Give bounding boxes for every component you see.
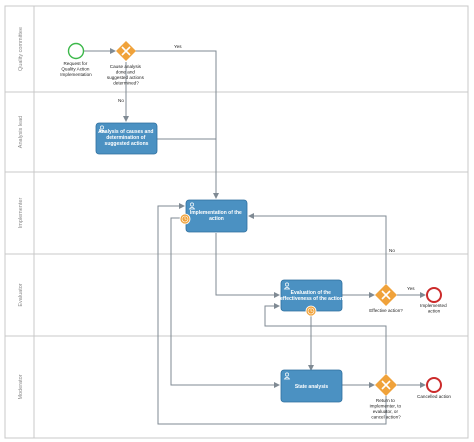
- end-cancelled-label: Cancelled action: [417, 394, 451, 399]
- flow-effective-no: [248, 213, 387, 284]
- gateway-return[interactable]: [375, 374, 397, 396]
- task-state-label: State analysis: [295, 384, 329, 390]
- user-task-icon: [188, 202, 196, 210]
- flow-implementation-to-evaluation: [215, 233, 280, 298]
- flow-return-to-implementer: [157, 203, 387, 425]
- timer-boundary-icon: [179, 213, 191, 225]
- gateway-effective-label: Effective action?: [369, 308, 403, 313]
- task-implementation[interactable]: Implementation of the action: [185, 199, 248, 233]
- task-state-analysis[interactable]: State analysis: [280, 369, 343, 403]
- lane-label-implementer: Implementer: [18, 198, 24, 229]
- flow-implementation-timer-to-state: [170, 217, 280, 388]
- start-event-label: Request for Quality Action Implementatio…: [60, 61, 92, 77]
- pool-border: [4, 5, 469, 439]
- gateway-cause-analysis[interactable]: [116, 41, 136, 61]
- lane-label-analysis-lead: Analysis lead: [18, 116, 24, 148]
- task-implementation-label: Implementation of the action: [190, 210, 243, 222]
- task-evaluation-label: Evaluation of the effectiveness of the a…: [280, 290, 343, 302]
- end-implemented-label: Implemented action: [420, 303, 448, 314]
- lane-label-moderator: Moderator: [18, 374, 24, 399]
- lane-label-evaluator: Evaluator: [18, 283, 24, 306]
- end-event-implemented[interactable]: [426, 287, 442, 303]
- gateway-x-icon: [381, 290, 391, 300]
- lane-label-quality-committee: Quality committee: [18, 27, 24, 71]
- gateway-effective-action[interactable]: [375, 284, 397, 306]
- user-task-icon: [98, 125, 106, 133]
- flow-label-no-top: No: [118, 98, 124, 103]
- timer-boundary-icon: [305, 305, 317, 317]
- flow-return-to-evaluator: [264, 303, 387, 374]
- gateway-x-icon: [381, 380, 391, 390]
- start-event[interactable]: [67, 42, 85, 60]
- flow-label-yes-top: Yes: [174, 44, 182, 49]
- gateway-x-icon: [121, 46, 131, 56]
- user-task-icon: [283, 282, 291, 290]
- gateway-cause-label: Cause analysis done and suggested action…: [107, 64, 145, 86]
- flow-label-yes-right: Yes: [407, 286, 415, 291]
- flow-analysis-to-implementation: [157, 138, 217, 198]
- task-analysis-label: Analysis of causes and determination of …: [98, 129, 155, 147]
- end-event-cancelled[interactable]: [426, 377, 442, 393]
- gateway-return-label: Return to implementer, to evaluator, or …: [370, 398, 403, 420]
- user-task-icon: [283, 372, 291, 380]
- task-analysis[interactable]: Analysis of causes and determination of …: [95, 122, 158, 155]
- flow-label-no-right: No: [389, 248, 395, 253]
